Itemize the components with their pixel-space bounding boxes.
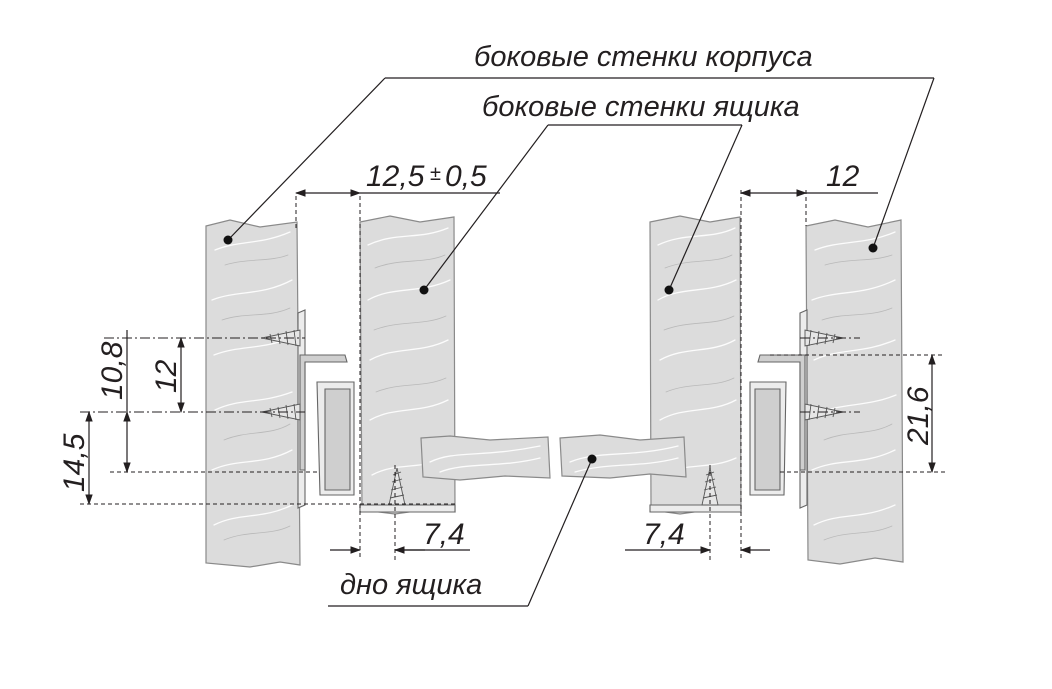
leader-dots [223, 235, 878, 464]
cabinet-wall-right [805, 219, 904, 565]
drawer-bottom-panel [420, 434, 687, 481]
dim-right-height: 21,6 [902, 386, 935, 446]
right-slide-rail [649, 309, 808, 513]
dimension-lines [85, 189, 936, 554]
dim-screw-spacing: 12 [150, 359, 183, 393]
dim-gap-left-value: 12,5 [366, 160, 425, 193]
dim-right-bottom-offset: 7,4 [643, 518, 685, 551]
dim-rail-height: 10,8 [96, 341, 129, 400]
dim-bottom-height: 14,5 [58, 433, 91, 492]
extension-lines [80, 190, 945, 560]
left-slide-rail [297, 309, 456, 513]
cabinet-wall-left [205, 219, 301, 568]
label-drawer-walls: боковые стенки ящика [482, 91, 800, 123]
label-drawer-bottom: дно ящика [340, 569, 482, 601]
label-cabinet-walls: боковые стенки корпуса [474, 41, 813, 73]
leader-lines [227, 77, 935, 607]
left-bottom-screw [388, 467, 406, 506]
dim-gap-left-tolerance: 0,5 [445, 160, 487, 193]
dim-gap-left-tolerance-sign: ± [430, 163, 441, 185]
dim-left-bottom-offset: 7,4 [423, 518, 465, 551]
dim-gap-right-value: 12 [826, 160, 860, 193]
